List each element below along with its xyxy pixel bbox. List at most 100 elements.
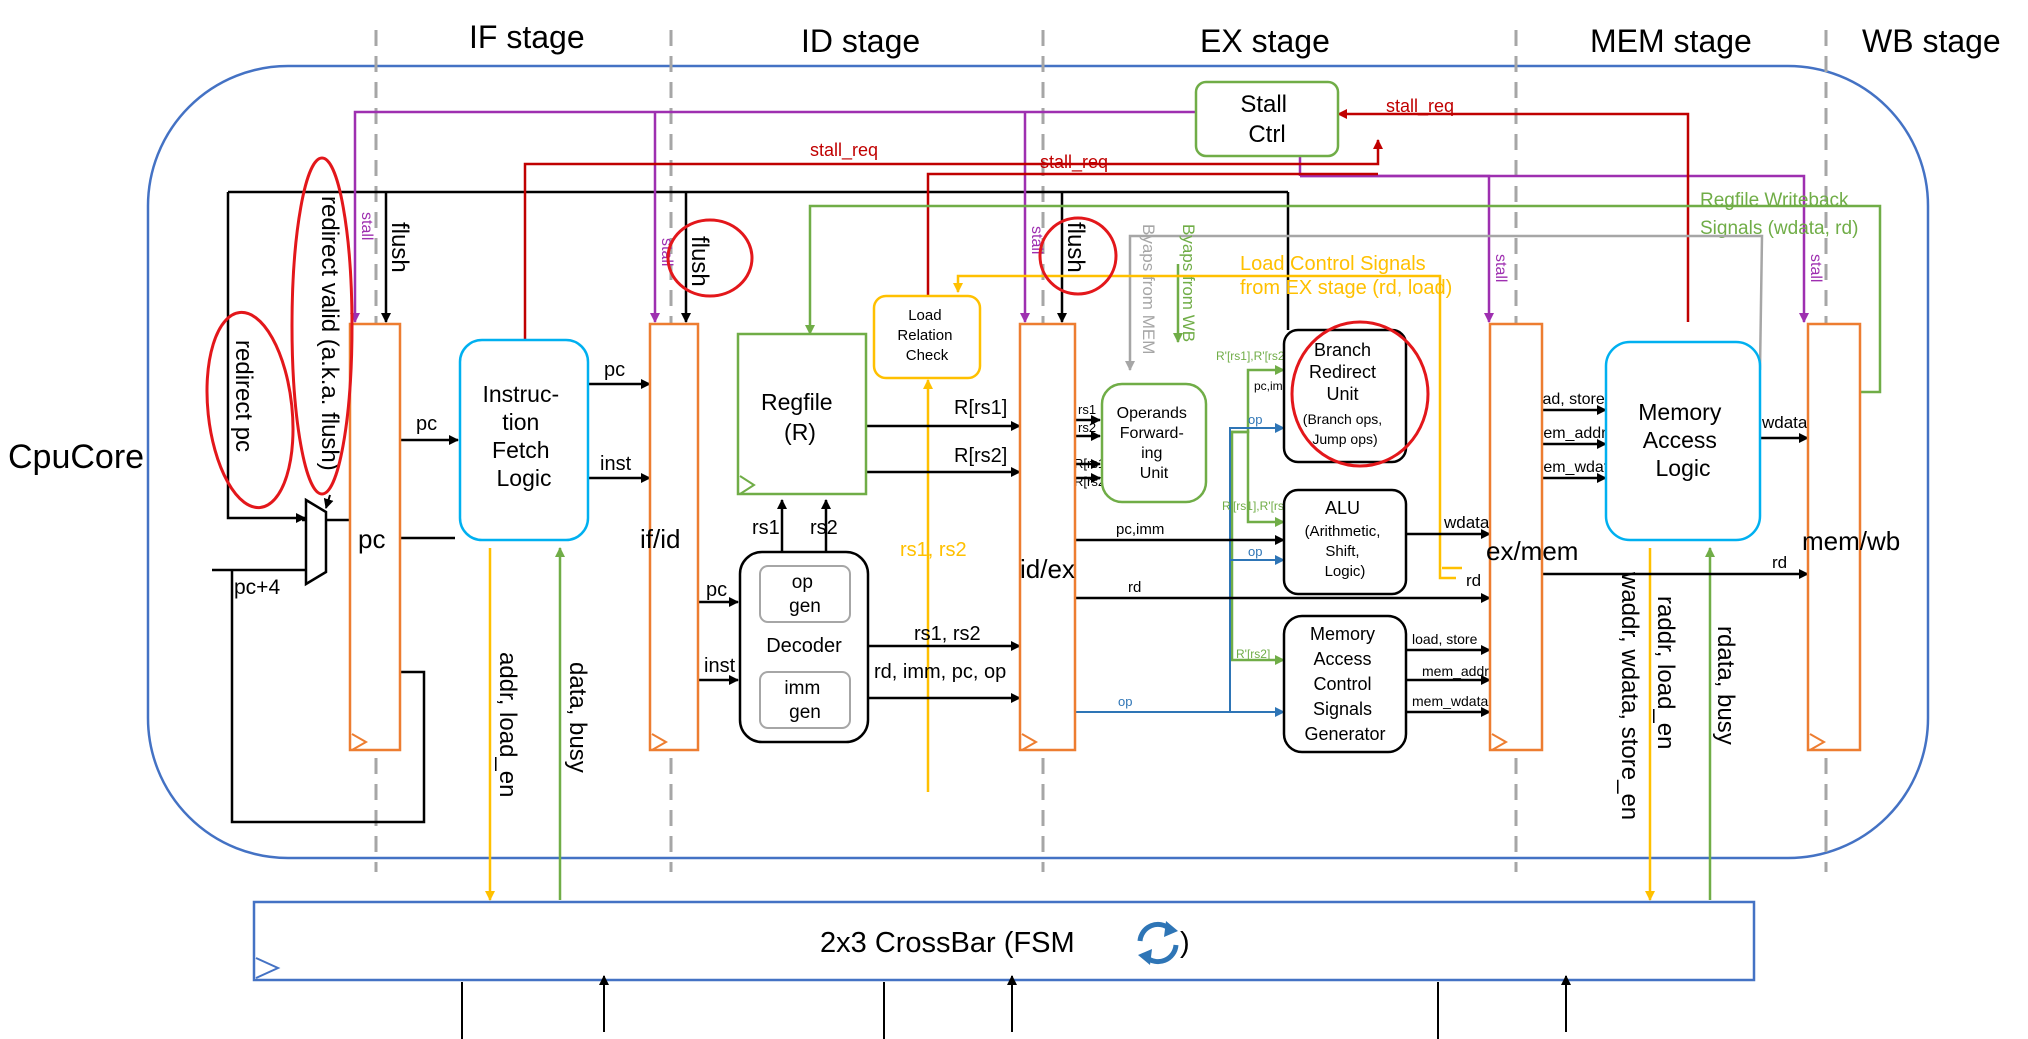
mem-wb-register [1806,322,1862,752]
mem-wb-register-label: mem/wb [1802,526,1900,556]
rdata-busy-label: rdata, busy [1712,626,1739,745]
wdata-mem-label: wdata [1761,413,1808,432]
rs1-rs2-yellow-label: rs1, rs2 [900,539,967,561]
ex-mem-register [1488,322,1544,752]
memory-access-logic-label: Memory Access Logic [1638,399,1727,481]
rd-imm-pc-op-label: rd, imm, pc, op [874,661,1006,683]
crossbar-block [252,900,1756,982]
forwarding-unit-block [1100,382,1208,504]
pc-plus4-label: pc+4 [234,576,280,599]
datapath-wires [400,379,1809,717]
addr-load-en-label: addr, load_en [494,652,521,797]
rd-mem-label: rd [1772,553,1787,572]
instruction-fetch-label: Instruc- tion Fetch Logic [482,381,565,491]
memory-access-logic-block [1604,340,1762,542]
raddr-load-en-label: raddr, load_en [1652,596,1679,749]
stall-ctrl-block [1194,80,1340,158]
register-clock-marks [351,733,1827,751]
imm-gen-label: imm gen [784,678,825,723]
load-ctrl-label: Load Control Signals from EX stage (rd, … [1240,253,1452,299]
crossbar-ports [461,975,1571,1039]
regfile-label: Regfile (R) [761,389,839,445]
pc-to-ifu-label: pc [416,413,437,435]
rs1-fwd-label: rs1 [1078,402,1096,417]
load-relation-check-label: Load Relation Check [897,307,956,364]
pc-to-ifid-label: pc [604,359,625,381]
waddr-wdata-store-en-label: waddr, wdata, store_en [1616,571,1643,820]
mem-wdata-mem-label: mem_wdata [1530,459,1617,476]
load-store-ex-label: load, store [1412,631,1478,647]
rp-rs1-rs2-label-1: R'[rs1],R'[rs2] [1216,349,1288,363]
bypass-mem-wire [1125,234,1764,371]
cpu-core-label: CpuCore [8,438,144,476]
id-ex-register [1018,322,1077,752]
stall-req-if-label: stall_req [810,140,878,161]
pc-to-decoder-label: pc [706,579,727,601]
rs1-label: rs1 [752,517,780,539]
inst-to-decoder-label: inst [704,655,736,677]
mem-wdata-ex-label: mem_wdata [1412,693,1488,709]
pc-imm-label: pc,imm [1116,521,1164,538]
imm-gen-block [759,671,851,729]
crossbar-label-close: ) [1180,927,1190,959]
wdata-ex-label: wdata [1443,513,1490,532]
cpu-core-boundary [146,64,1930,860]
rs1-rs2-decoder-label: rs1, rs2 [914,623,981,645]
stall-req-mem-label: stall_req [1386,96,1454,117]
rp-rs1-rs2-label-2: R'[rs1],R'[rs2] [1222,499,1294,513]
stall-wires [350,110,1809,323]
stage-title-mem: MEM stage [1590,23,1752,59]
rd-ex-mem-label: rd [1466,571,1481,590]
bypass-wb-label: Byaps from WB [1179,224,1198,342]
r-rs2-fwd-label: R[rs2] [1074,474,1109,489]
stage-title-ex: EX stage [1200,23,1330,59]
redirect-pc-label: redirect pc [230,340,257,452]
load-store-mem-label: load, store [1530,391,1605,408]
redirect-valid-label: redirect valid (a.k.a. flush) [316,196,343,471]
op-gen-label: op gen [789,572,821,617]
flush-idex-label: flush [1062,222,1089,273]
stall-label-memwb: stall [1807,254,1824,282]
branch-redirect-label: Branch Redirect Unit (Branch ops, Jump o… [1303,340,1387,447]
rs2-label: rs2 [810,517,838,539]
stall-req-wires [523,109,1690,340]
stall-req-id-label: stall_req [1040,152,1108,173]
op-label-3: op [1248,544,1262,559]
branch-redirect-block [1282,328,1408,464]
rp-rs2-label: R'[rs2] [1236,647,1270,661]
mem-addr-mem-label: mem_addr [1530,425,1607,442]
flush-pc-label: flush [386,222,413,273]
forwarding-unit-label: Operands Forward- ing Unit [1117,405,1192,482]
r-rs1-fwd-label: R[rs1] [1074,456,1109,471]
op-label-1: op [1118,694,1132,709]
mem-addr-ex-label: mem_addr [1422,663,1489,679]
load-control-wires [485,274,1655,901]
regfile-wb-label: Regfile Writeback Signals (wdata, rd) [1700,190,1858,239]
if-id-register [648,322,700,752]
rd-ex-label: rd [1128,579,1141,596]
inst-to-ifid-label: inst [600,453,632,475]
op-gen-block [759,565,851,623]
pipeline-registers [348,322,1862,752]
id-ex-register-label: id/ex [1020,554,1075,584]
if-id-register-label: if/id [640,524,680,554]
alu-label: ALU (Arithmetic, Shift, Logic) [1305,498,1386,580]
ex-mem-register-label: ex/mem [1486,536,1578,566]
pc-register [348,322,402,752]
instruction-fetch-block [458,338,590,542]
annotation-circles [205,156,1430,510]
pc-register-label: pc [358,524,385,554]
stage-title-id: ID stage [801,23,920,59]
stall-label-pc: stall [358,212,375,240]
mem-ctrl-gen-label: Memory Access Control Signals Generator [1304,624,1385,744]
bypass-mem-label: Byaps from MEM [1139,224,1158,354]
rs2-fwd-label: rs2 [1078,420,1096,435]
r-rs2-label: R[rs2] [954,445,1007,467]
regfile-block [736,332,868,496]
op-label-2: op [1248,412,1262,427]
alu-block [1282,488,1408,596]
crossbar-label: 2x3 CrossBar (FSM [820,927,1075,959]
stall-ctrl-label: Stall Ctrl [1240,91,1293,148]
mem-ctrl-gen-block [1282,614,1408,754]
